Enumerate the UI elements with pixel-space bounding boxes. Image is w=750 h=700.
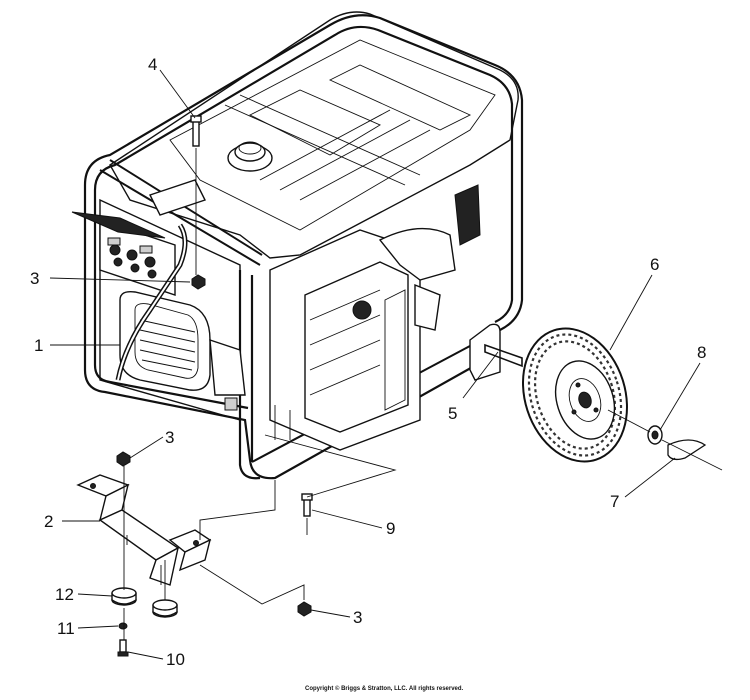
bolt-4: [190, 115, 202, 147]
callout-1: 1: [34, 336, 43, 355]
fuel-cap: [227, 141, 273, 172]
nut-3-top: [116, 451, 131, 467]
callout-7: 7: [610, 492, 619, 511]
fuel-tank: [109, 11, 519, 259]
control-panel: [71, 211, 176, 296]
callout-4: 4: [148, 55, 157, 74]
screw-10: [117, 639, 129, 657]
generator-assembly: [71, 11, 524, 480]
callout-2: 2: [44, 512, 53, 531]
support-bracket: [76, 474, 212, 586]
rubber-foot-left: [111, 587, 137, 606]
nut-11: [118, 622, 128, 630]
assembly-lines: [123, 148, 397, 640]
callout-8: 8: [697, 343, 706, 362]
nut-3-upper: [191, 274, 206, 290]
rubber-foot-right: [152, 599, 178, 618]
callout-3: 3: [30, 269, 39, 288]
axle: [484, 343, 523, 368]
callout-3: 3: [353, 608, 362, 627]
bolt-9: [301, 493, 313, 517]
alternator-cover: [119, 290, 246, 411]
hairpin-clip: [667, 439, 707, 461]
callout-6: 6: [650, 255, 659, 274]
callout-11: 11: [57, 619, 75, 638]
frame-tube: [83, 14, 524, 337]
callout-12: 12: [55, 585, 74, 604]
engine: [269, 184, 481, 451]
callout-3: 3: [165, 428, 174, 447]
callout-5: 5: [448, 404, 457, 423]
wheel: [522, 327, 628, 463]
callout-9: 9: [386, 519, 395, 538]
callout-10: 10: [166, 650, 185, 669]
side-panel: [99, 198, 241, 421]
nut-3-bottom: [297, 601, 312, 617]
copyright-notice: Copyright © Briggs & Stratton, LLC. All …: [305, 685, 464, 692]
leader-lines: [49, 69, 701, 660]
